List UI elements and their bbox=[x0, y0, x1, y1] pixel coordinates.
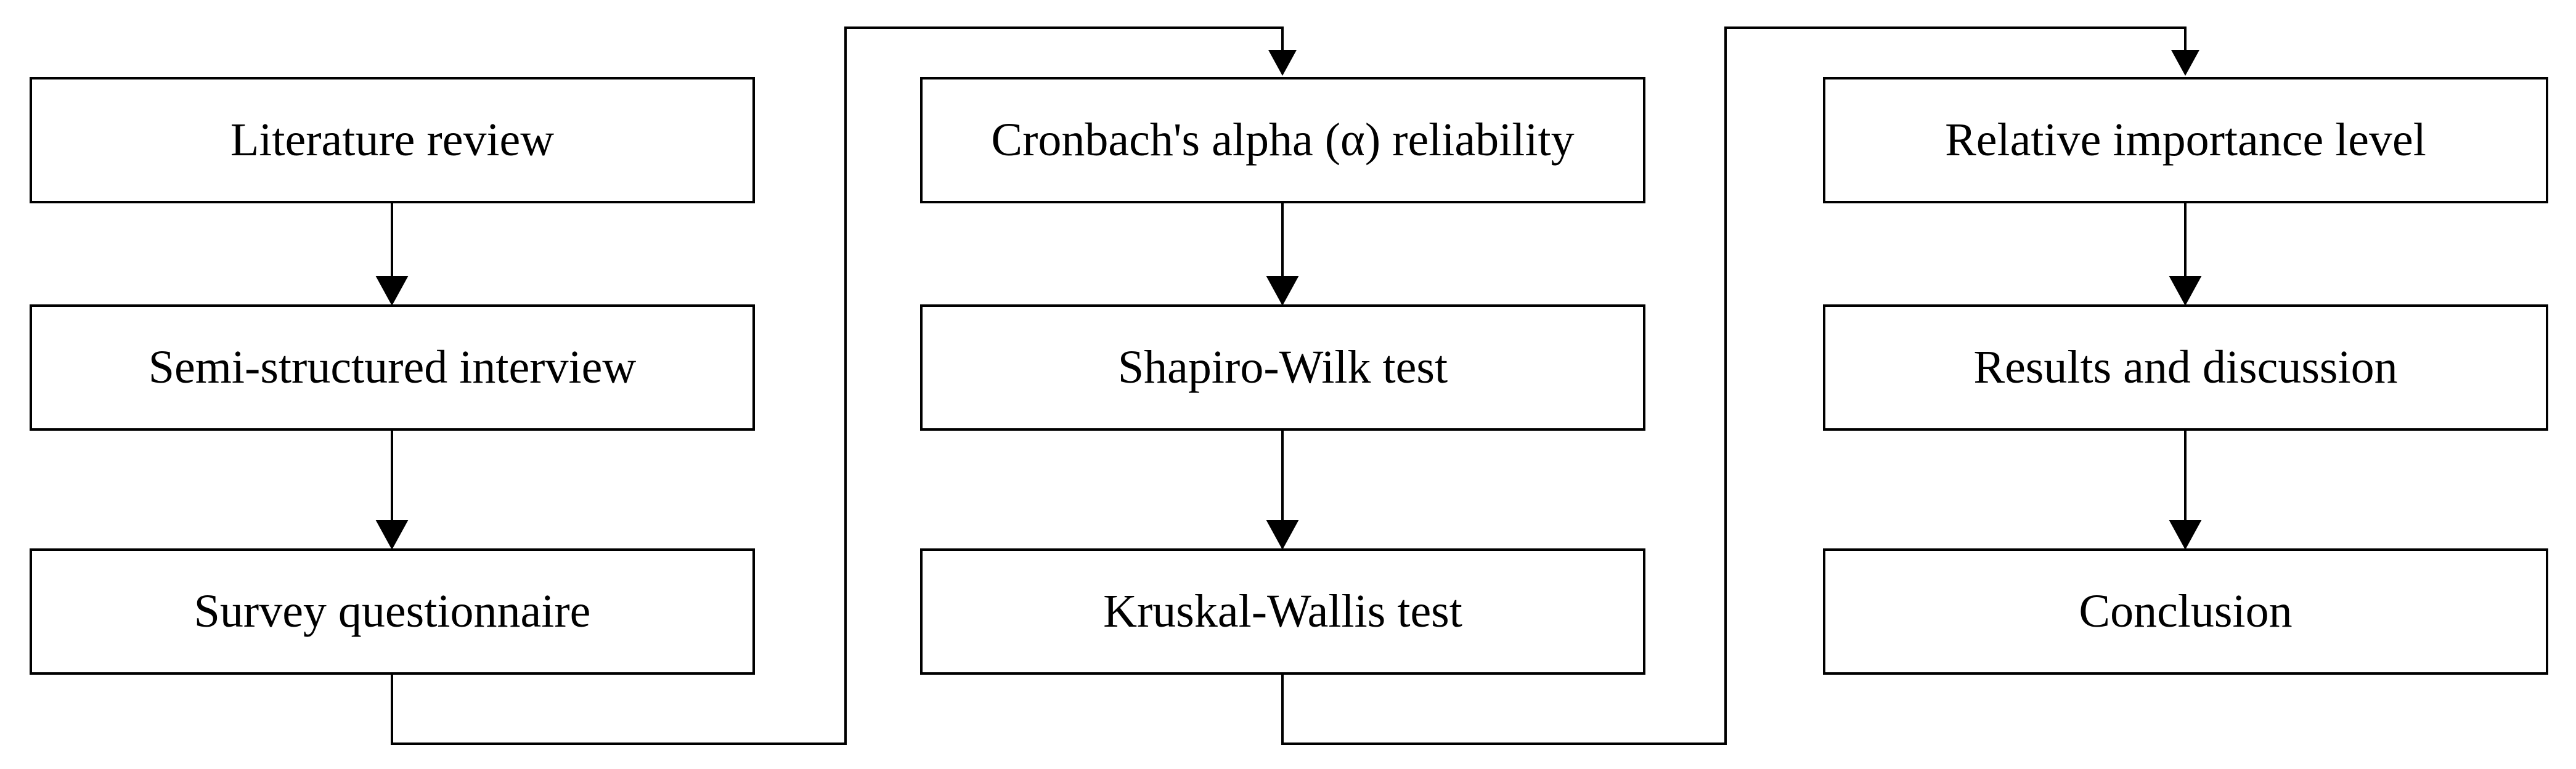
node-label-semi-structured-interview: Semi-structured interview bbox=[148, 341, 637, 393]
node-label-relative-importance-level: Relative importance level bbox=[1945, 113, 2426, 166]
node-conclusion: Conclusion bbox=[1823, 548, 2548, 675]
arrowhead-survey-to-cronbach bbox=[1268, 50, 1297, 76]
node-label-literature-review: Literature review bbox=[230, 113, 555, 166]
arrowhead-relative-to-results bbox=[2169, 276, 2202, 306]
connector-kruskal-to-relative bbox=[1281, 26, 2187, 745]
arrowhead-kruskal-to-relative bbox=[2171, 50, 2199, 76]
node-results-and-discussion: Results and discussion bbox=[1823, 304, 2548, 431]
arrowhead-cronbach-to-shapiro bbox=[1266, 276, 1299, 306]
node-kruskal-wallis-test: Kruskal-Wallis test bbox=[920, 548, 1645, 675]
arrowhead-results-to-conclusion bbox=[2169, 520, 2202, 550]
node-label-survey-questionnaire: Survey questionnaire bbox=[194, 585, 591, 637]
node-relative-importance-level: Relative importance level bbox=[1823, 77, 2548, 203]
arrowhead-semi-to-survey bbox=[375, 520, 409, 550]
arrowhead-literature-to-semi bbox=[375, 276, 409, 306]
node-survey-questionnaire: Survey questionnaire bbox=[30, 548, 755, 675]
connector-survey-to-cronbach bbox=[391, 26, 1284, 745]
node-semi-structured-interview: Semi-structured interview bbox=[30, 304, 755, 431]
node-literature-review: Literature review bbox=[30, 77, 755, 203]
arrowhead-shapiro-to-kruskal bbox=[1266, 520, 1299, 550]
node-label-shapiro-wilk-test: Shapiro-Wilk test bbox=[1117, 341, 1448, 393]
node-shapiro-wilk-test: Shapiro-Wilk test bbox=[920, 304, 1645, 431]
node-label-cronbachs-alpha-reliability: Cronbach's alpha (α) reliability bbox=[991, 113, 1575, 166]
node-label-kruskal-wallis-test: Kruskal-Wallis test bbox=[1103, 585, 1462, 637]
node-label-conclusion: Conclusion bbox=[2079, 585, 2293, 637]
node-cronbachs-alpha-reliability: Cronbach's alpha (α) reliability bbox=[920, 77, 1645, 203]
node-label-results-and-discussion: Results and discussion bbox=[1973, 341, 2398, 393]
